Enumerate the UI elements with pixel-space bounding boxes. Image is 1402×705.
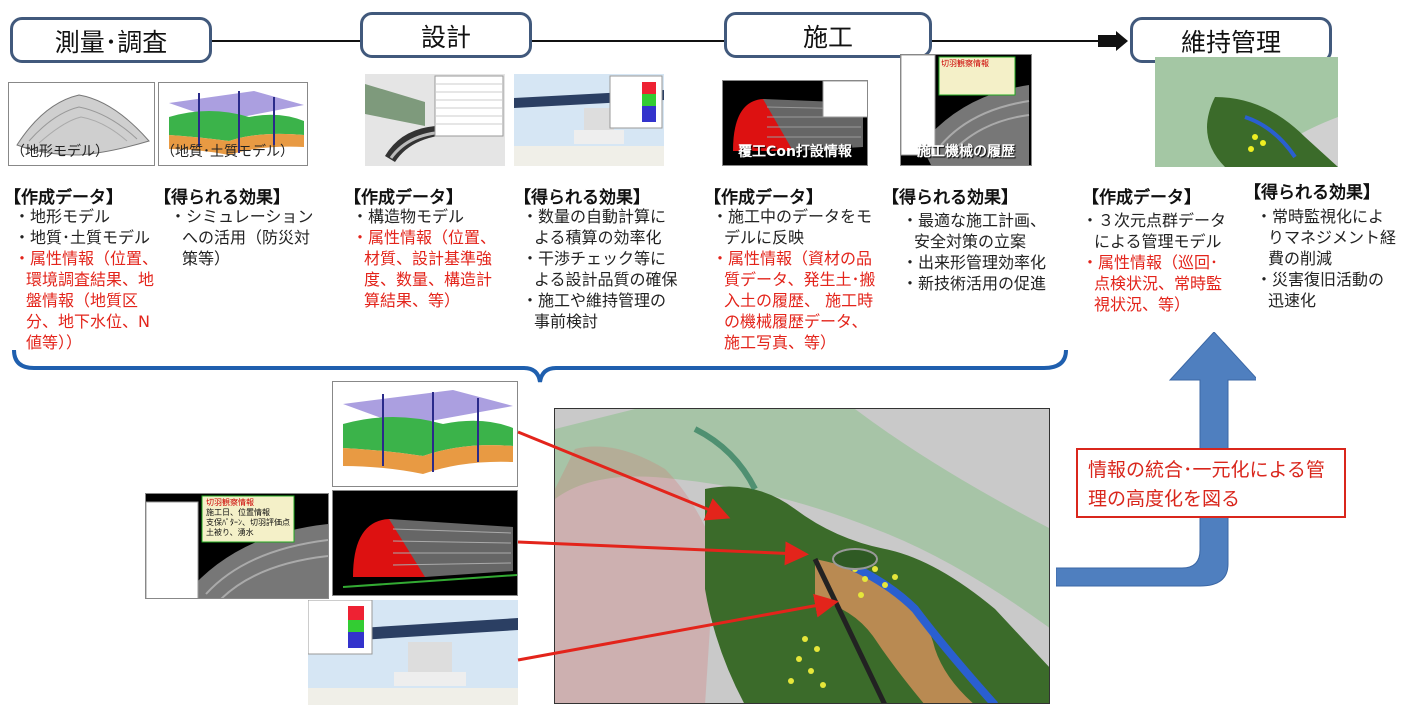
survey-data-heading: 【作成データ】 <box>4 188 123 208</box>
machine-history-large-image: 切羽観察情報 施工日、位置情報 支保ﾊﾟﾀｰﾝ、切羽評価点 土被り、湧水 <box>145 493 329 599</box>
popup-line-3: 土被り、湧水 <box>206 528 254 537</box>
geology-model-large-image <box>332 381 518 487</box>
popup-line-2: 支保ﾊﾟﾀｰﾝ、切羽評価点 <box>206 518 290 527</box>
stage-construction: 施工 <box>724 12 932 58</box>
maintenance-effect-list: 常時監視化によりマネジメント経費の削減 災害復旧活動の迅速化 <box>1256 206 1396 311</box>
list-item: 地形モデル <box>14 206 162 227</box>
arrow-geology <box>517 430 731 521</box>
arrow-right-icon <box>1098 31 1128 51</box>
list-item: 属性情報（巡回･点検状況、常時監視状況、等） <box>1082 252 1232 315</box>
list-item: シミュレーションへの活用（防災対策等） <box>170 206 320 269</box>
list-item: 属性情報（資材の品質データ、発生土･搬入土の履歴、 施工時の機械履歴データ、施工… <box>712 248 878 353</box>
list-item: 施工や維持管理の事前検討 <box>522 290 682 332</box>
list-item: 地質･土質モデル <box>14 227 162 248</box>
terrain-model-image: （地形モデル） <box>8 82 155 166</box>
arrow-bridge <box>517 593 839 662</box>
popup-title: 切羽観察情報 <box>206 498 254 507</box>
machine-caption: 施工機械の履歴 <box>917 144 1015 160</box>
construction-data-list: 施工中のデータをモデルに反映 属性情報（資材の品質データ、発生土･搬入土の履歴、… <box>712 206 878 353</box>
construction-effect-heading: 【得られる効果】 <box>882 188 1018 208</box>
process-line <box>200 40 1110 42</box>
stage-design: 設計 <box>360 12 532 58</box>
list-item: 最適な施工計画、安全対策の立案 <box>902 210 1052 252</box>
bridge-large-image <box>308 600 518 705</box>
stage-survey: 測量･調査 <box>10 17 212 63</box>
survey-effect-list: シミュレーションへの活用（防災対策等） <box>170 206 320 269</box>
list-item: ３次元点群データによる管理モデル <box>1082 210 1232 252</box>
list-item: 施工中のデータをモデルに反映 <box>712 206 878 248</box>
design-tunnel-image <box>365 74 505 166</box>
list-item: 出来形管理効率化 <box>902 252 1052 273</box>
design-effect-list: 数量の自動計算による積算の効率化 干渉チェック等による設計品質の確保 施工や維持… <box>522 206 682 332</box>
list-item: 構造物モデル <box>352 206 502 227</box>
design-data-list: 構造物モデル 属性情報（位置、材質、設計基準強度、数量、構造計算結果、等） <box>352 206 502 311</box>
construction-effect-list: 最適な施工計画、安全対策の立案 出来形管理効率化 新技術活用の促進 <box>902 210 1052 294</box>
design-data-heading: 【作成データ】 <box>344 188 463 208</box>
design-bridge-image <box>514 74 664 166</box>
list-item: 新技術活用の促進 <box>902 273 1052 294</box>
construction-data-heading: 【作成データ】 <box>704 188 823 208</box>
up-arrow-icon <box>1056 332 1256 587</box>
arrow-tunnel <box>517 540 809 566</box>
popup-title-small: 切羽観察情報 <box>941 59 989 68</box>
list-item: 干渉チェック等による設計品質の確保 <box>522 248 682 290</box>
list-item: 属性情報（位置、環境調査結果、地盤情報（地質区分、地下水位、N値等）） <box>14 248 162 353</box>
terrain-caption: （地形モデル） <box>11 144 109 160</box>
integration-callout: 情報の統合･一元化による管理の高度化を図る <box>1076 448 1346 518</box>
design-effect-heading: 【得られる効果】 <box>514 188 650 208</box>
maintenance-data-heading: 【作成データ】 <box>1082 188 1201 208</box>
geology-model-image: （地質･土質モデル） <box>158 82 308 166</box>
list-item: 災害復旧活動の迅速化 <box>1256 269 1396 311</box>
stage-maintenance: 維持管理 <box>1130 17 1332 63</box>
bracket-brace <box>12 349 1068 383</box>
list-item: 属性情報（位置、材質、設計基準強度、数量、構造計算結果、等） <box>352 227 502 311</box>
lining-caption: 覆工Con打設情報 <box>738 144 852 160</box>
survey-data-list: 地形モデル 地質･土質モデル 属性情報（位置、環境調査結果、地盤情報（地質区分、… <box>14 206 162 353</box>
lining-image: 覆工Con打設情報 <box>722 80 868 166</box>
survey-effect-heading: 【得られる効果】 <box>154 188 290 208</box>
list-item: 常時監視化によりマネジメント経費の削減 <box>1256 206 1396 269</box>
list-item: 数量の自動計算による積算の効率化 <box>522 206 682 248</box>
popup-line-1: 施工日、位置情報 <box>206 508 270 517</box>
tunnel-lining-large-image <box>332 490 518 596</box>
maintenance-data-list: ３次元点群データによる管理モデル 属性情報（巡回･点検状況、常時監視状況、等） <box>1082 210 1232 315</box>
maintenance-model-image <box>1155 57 1338 167</box>
geology-caption: （地質･土質モデル） <box>161 144 294 160</box>
maintenance-effect-heading: 【得られる効果】 <box>1244 183 1380 203</box>
machine-history-image: 切羽観察情報 施工機械の履歴 <box>900 54 1032 166</box>
integrated-model-image <box>554 408 1050 704</box>
